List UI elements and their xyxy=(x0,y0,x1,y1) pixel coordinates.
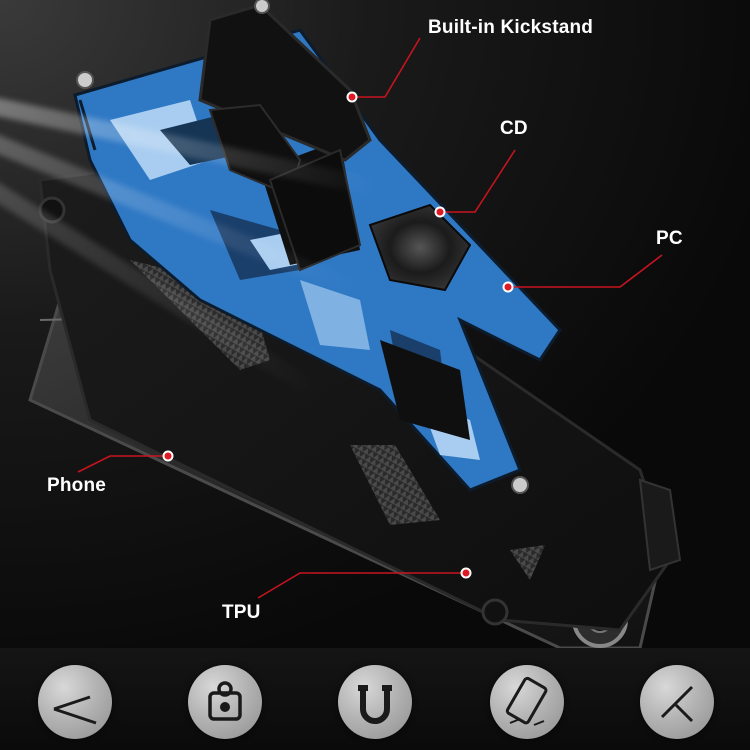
shield-ring-icon xyxy=(188,665,262,739)
tpu-label: TPU xyxy=(222,602,261,623)
pc-leader-line xyxy=(508,254,663,288)
magnet-icon xyxy=(338,665,412,739)
tpu-leader-line xyxy=(257,572,466,599)
kickstand-marker-dot xyxy=(346,91,358,103)
kickstand xyxy=(198,0,372,272)
product-photo: Built-in Kickstand CD PC Phone TPU xyxy=(0,0,750,648)
pc-label: PC xyxy=(656,228,683,249)
feature-icon-strip xyxy=(0,648,750,750)
kickstand-angle-icon xyxy=(38,665,112,739)
shockproof-phone-icon xyxy=(490,665,564,739)
pc-marker-dot xyxy=(502,281,514,293)
cd-label: CD xyxy=(500,118,528,139)
cd-metal-plate xyxy=(368,203,472,292)
phone-marker-dot xyxy=(162,450,174,462)
cd-leader-line xyxy=(440,149,516,213)
phone-label: Phone xyxy=(47,475,107,496)
cd-marker-dot xyxy=(434,206,446,218)
kickstand-leader-line xyxy=(352,37,421,98)
scratch-resistant-icon xyxy=(640,665,714,739)
tpu-marker-dot xyxy=(460,567,472,579)
exploded-case-illustration xyxy=(28,0,682,648)
kickstand-label: Built-in Kickstand xyxy=(428,17,594,38)
callout-markers xyxy=(162,91,514,579)
callout-lines xyxy=(77,37,663,599)
phone-leader-line xyxy=(77,455,168,473)
